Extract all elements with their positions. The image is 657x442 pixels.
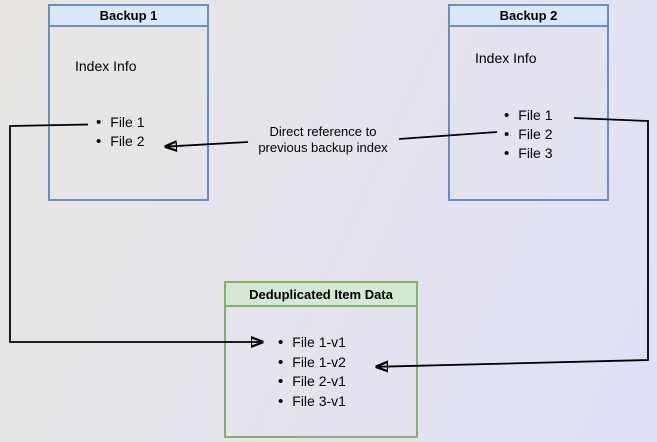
backup2-header: Backup 2 xyxy=(450,6,607,27)
backup1-node: Backup 1 Index Info File 1 File 2 xyxy=(48,4,209,201)
backup1-file-list: File 1 File 2 xyxy=(96,113,145,151)
backup2-body: Index Info File 1 File 2 File 3 xyxy=(450,27,607,199)
dedup-store-body: File 1-v1 File 1-v2 File 2-v1 File 3-v1 xyxy=(226,307,416,436)
backup2-file-list: File 1 File 2 File 3 xyxy=(504,106,553,163)
backup1-header: Backup 1 xyxy=(50,6,207,27)
dedup-item-1: File 1-v1 xyxy=(292,334,346,350)
list-item: File 1-v2 xyxy=(278,353,346,373)
list-item: File 2-v1 xyxy=(278,372,346,392)
dedup-store-title: Deduplicated Item Data xyxy=(249,287,393,302)
direct-reference-label-line1: Direct reference to xyxy=(269,124,377,139)
list-item: File 2 xyxy=(96,132,145,151)
dedup-store-node: Deduplicated Item Data File 1-v1 File 1-… xyxy=(224,281,418,438)
backup1-file-1: File 1 xyxy=(110,114,145,130)
list-item: File 3 xyxy=(504,144,553,163)
backup1-file-2: File 2 xyxy=(110,133,145,149)
backup1-body: Index Info File 1 File 2 xyxy=(50,27,207,199)
backup2-file-3: File 3 xyxy=(518,145,553,161)
dedup-item-3: File 2-v1 xyxy=(292,373,346,389)
backup1-title: Backup 1 xyxy=(99,8,158,23)
dedup-item-list: File 1-v1 File 1-v2 File 2-v1 File 3-v1 xyxy=(278,333,346,411)
dedup-item-2: File 1-v2 xyxy=(292,353,346,370)
dedup-item-4: File 3-v1 xyxy=(292,392,346,409)
backup2-title: Backup 2 xyxy=(499,8,558,23)
backup1-index-info-label: Index Info xyxy=(75,58,137,74)
direct-reference-label-line2: previous backup index xyxy=(258,139,388,155)
dedup-store-header: Deduplicated Item Data xyxy=(226,283,416,307)
list-item: File 1-v1 xyxy=(278,333,346,353)
list-item: File 3-v1 xyxy=(278,392,346,412)
backup2-node: Backup 2 Index Info File 1 File 2 File 3 xyxy=(448,4,609,201)
backup2-file-2: File 2 xyxy=(518,126,553,142)
backup2-index-info-label: Index Info xyxy=(475,50,537,66)
list-item: File 1 xyxy=(504,106,553,125)
direct-reference-label: Direct reference to previous backup inde… xyxy=(238,124,408,155)
list-item: File 2 xyxy=(504,125,553,144)
backup2-file-1: File 1 xyxy=(518,107,553,123)
list-item: File 1 xyxy=(96,113,145,132)
